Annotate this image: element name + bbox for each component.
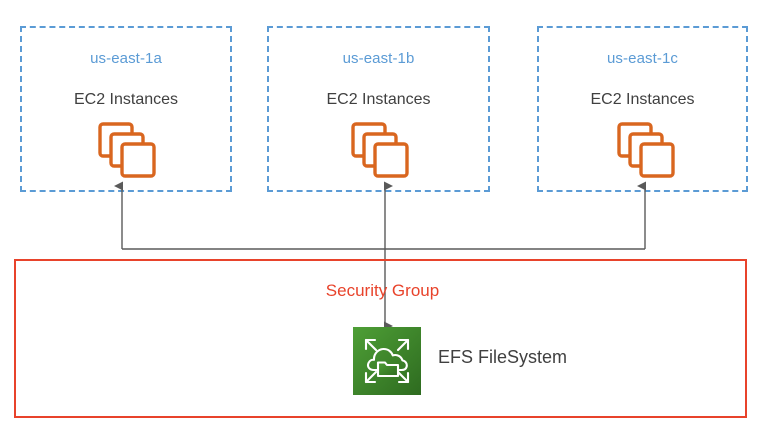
ec2-instances-icon[interactable]: [97, 121, 159, 179]
availability-zone-label: us-east-1c: [606, 50, 679, 67]
availability-zone-box-us-east-1a[interactable]: us-east-1a EC2 Instances: [20, 26, 232, 192]
efs-filesystem-label: EFS FileSystem: [438, 347, 568, 367]
security-group-box[interactable]: Security Group: [14, 259, 747, 418]
ec2-instances-label: EC2 Instances: [590, 91, 695, 108]
ec2-instances-label: EC2 Instances: [326, 91, 431, 108]
availability-zone-label: us-east-1a: [90, 50, 162, 67]
ec2-instances-icon[interactable]: [616, 121, 678, 179]
ec2-instances-label: EC2 Instances: [73, 91, 179, 108]
security-group-label: Security Group: [325, 281, 440, 300]
availability-zone-box-us-east-1c[interactable]: us-east-1c EC2 Instances: [537, 26, 748, 192]
ec2-instances-icon[interactable]: [350, 121, 412, 179]
efs-filesystem-icon[interactable]: [353, 327, 421, 395]
availability-zone-box-us-east-1b[interactable]: us-east-1b EC2 Instances: [267, 26, 490, 192]
availability-zone-label: us-east-1b: [342, 50, 415, 67]
